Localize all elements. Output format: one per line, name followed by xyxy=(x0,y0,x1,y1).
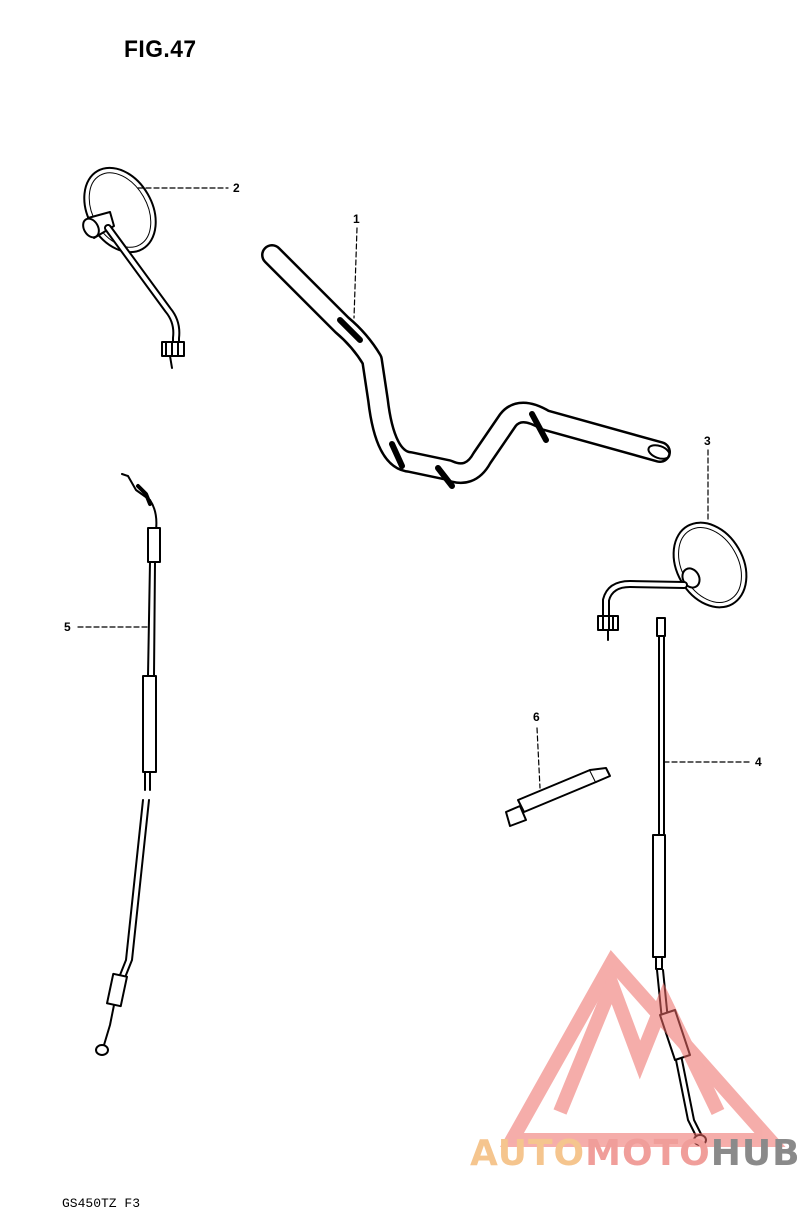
left-mirror xyxy=(82,166,185,369)
callout-6: 6 xyxy=(533,710,540,724)
callout-1: 1 xyxy=(353,212,360,226)
handlebar xyxy=(261,244,671,489)
callout-3: 3 xyxy=(704,434,711,448)
callout-5: 5 xyxy=(64,620,71,634)
watermark-logo xyxy=(500,950,786,1147)
model-code: GS450TZ F3 xyxy=(62,1196,141,1211)
callout-2: 2 xyxy=(233,181,240,195)
adjuster-part xyxy=(505,767,611,827)
left-cable xyxy=(95,473,161,1056)
watermark-text-hub: HUB xyxy=(710,1133,800,1174)
watermark-text-auto: AUTO xyxy=(470,1133,586,1174)
callout-4: 4 xyxy=(755,755,762,769)
watermark-text-moto: MOTO xyxy=(585,1133,711,1174)
fig-title: FIG.47 xyxy=(124,36,197,63)
leader-lines xyxy=(77,187,753,789)
watermark-text: AUTOMOTOHUB xyxy=(470,1133,800,1174)
right-mirror xyxy=(597,521,748,641)
